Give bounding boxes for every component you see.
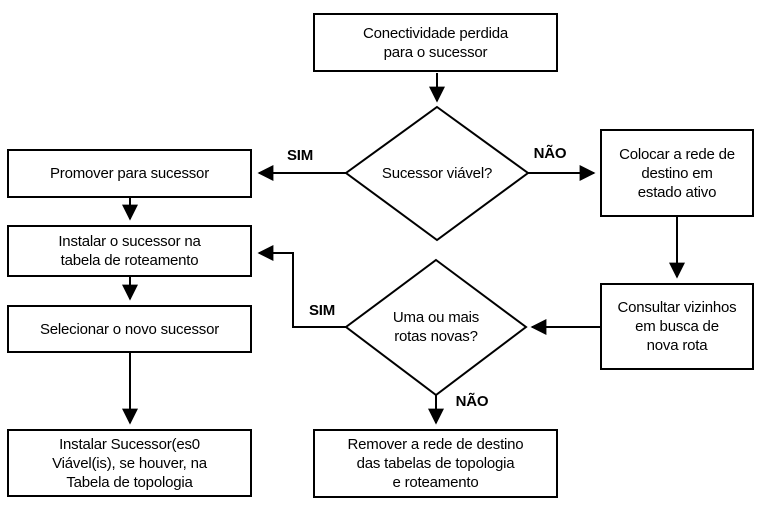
node-remove-network-tables: Remover a rede de destino das tabelas de… [313, 429, 558, 498]
node-install-successor-routing-table: Instalar o sucessor na tabela de roteame… [7, 225, 252, 277]
edge-label-sim-routes: SIM [308, 302, 336, 319]
decision-diamond-successor [344, 105, 530, 242]
node-query-neighbors: Consultar vizinhos em busca de nova rota [600, 283, 754, 370]
node-install-feasible-successor-topology-table: Instalar Sucessor(es0 Viável(is), se hou… [7, 429, 252, 497]
decision-label-successor-viable: Sucessor viável? [381, 164, 493, 182]
edge-label-nao-successor: NÃO [533, 145, 567, 162]
edge-label-nao-routes: NÃO [455, 393, 489, 410]
decision-label-new-routes: Uma ou mais rotas novas? [392, 309, 480, 345]
node-promote-to-successor: Promover para sucessor [7, 149, 252, 198]
edge-label-sim-successor: SIM [286, 147, 314, 164]
arrow-decision2-sim-to-install-routing [257, 245, 346, 328]
node-connectivity-lost: Conectividade perdida para o sucessor [313, 13, 558, 72]
node-select-new-successor: Selecionar o novo sucessor [7, 305, 252, 353]
node-put-network-active-state: Colocar a rede de destino em estado ativ… [600, 129, 754, 217]
